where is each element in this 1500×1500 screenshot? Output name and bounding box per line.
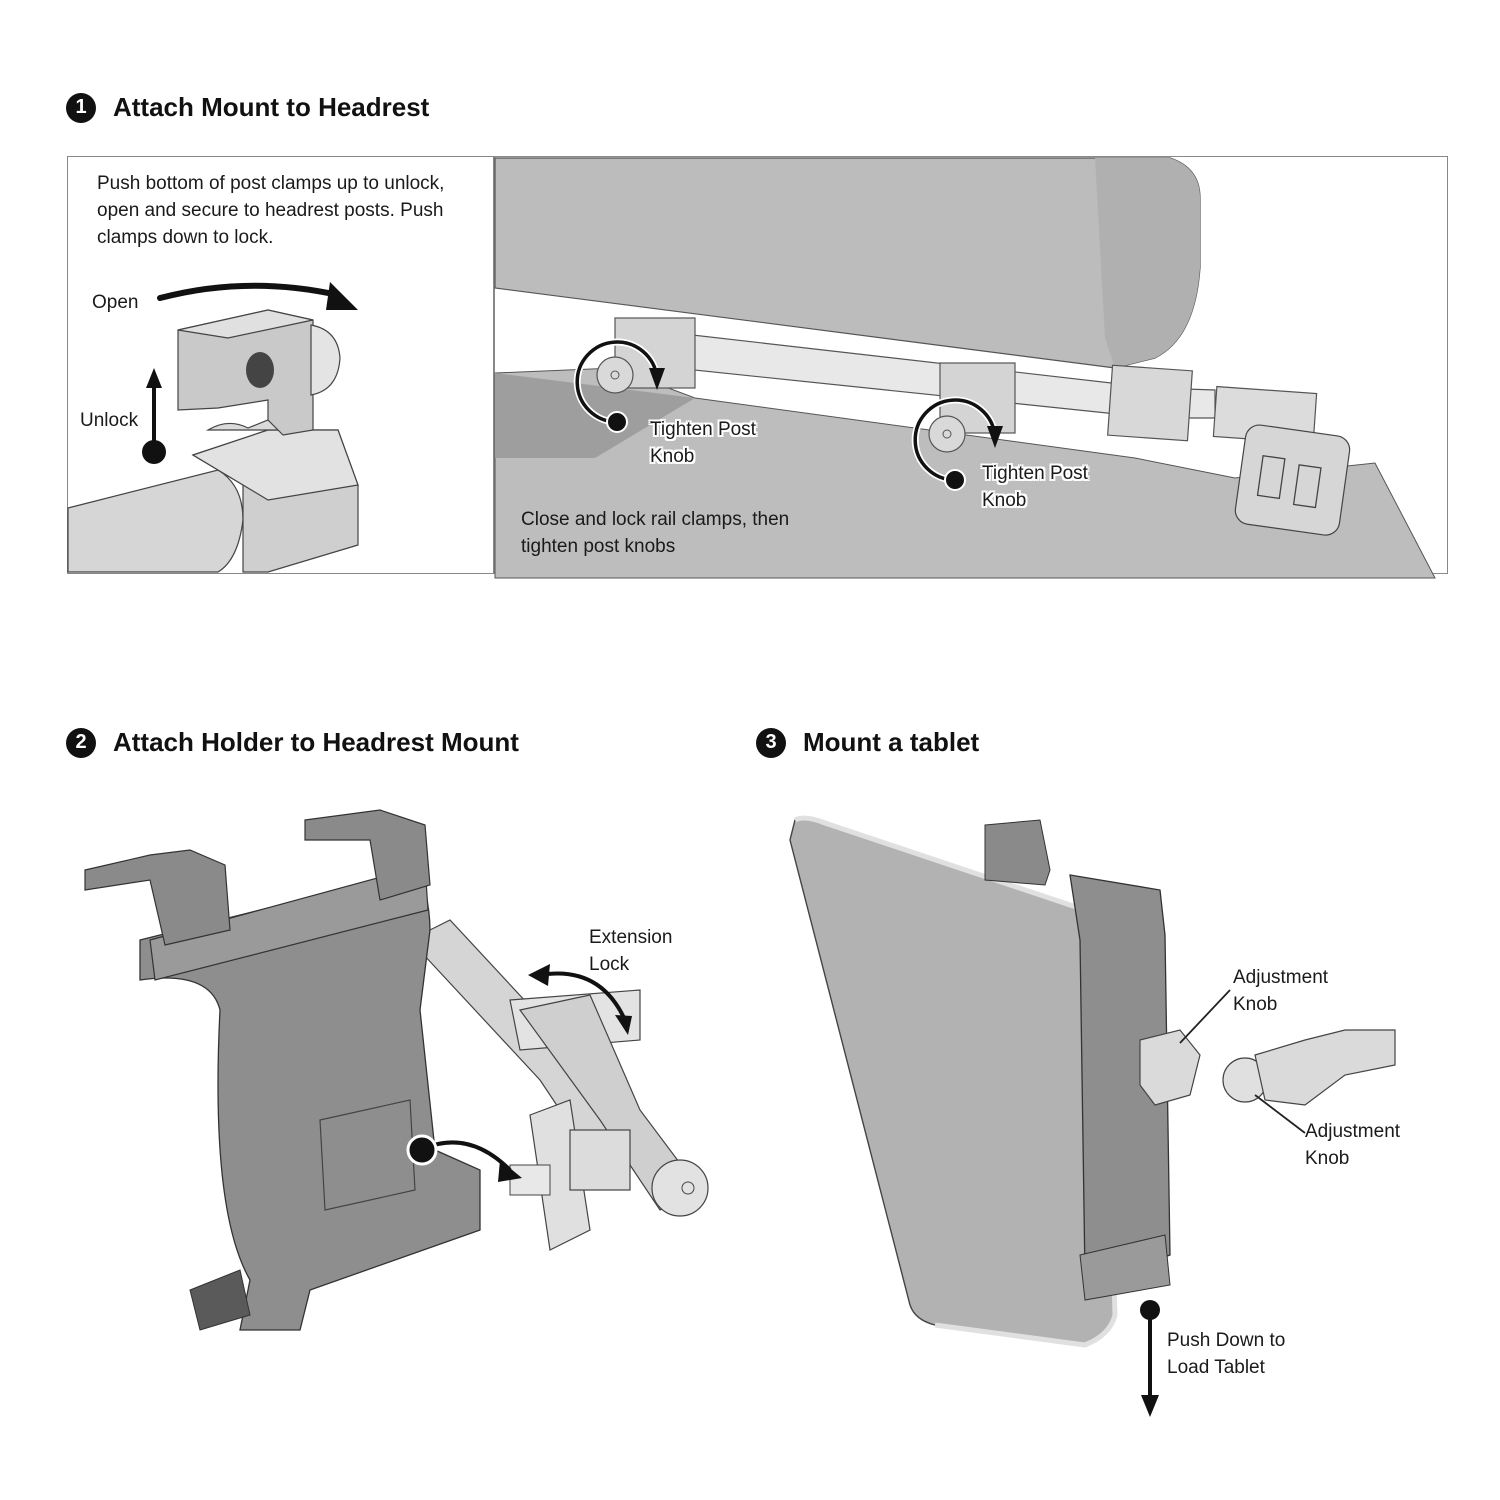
holder-attach-illustration [84,809,709,1331]
step-2-heading: 2 Attach Holder to Headrest Mount [66,727,519,758]
adjustment-knob-label-2: Adjustment Knob [1305,1121,1401,1169]
post-knob-left [596,356,634,394]
headrest-rod [67,469,244,573]
extension-knob [651,1159,709,1217]
step-1-title: Attach Mount to Headrest [113,92,430,122]
push-down-label: Push Down to Load Tablet [1167,1330,1286,1378]
mount-plate [1234,424,1351,536]
unlock-label: Unlock [80,410,139,431]
step-1-caption: Close and lock rail clamps, then tighten… [521,509,790,557]
tighten-post-knob-label-1: Tighten Post Knob [650,419,756,467]
tighten-arrow-left [575,340,659,424]
step-1-instruction: Push bottom of post clamps up to unlock,… [97,173,445,248]
step-3-number-badge: 3 [756,727,786,758]
tablet [789,817,1116,1346]
bottom-clamp [189,1269,251,1331]
open-label: Open [92,292,139,313]
extension-lock-arrow [539,971,627,1021]
ball-mount [1139,1029,1201,1106]
tablet-holder [139,869,481,1331]
step-1-heading: 1 Attach Mount to Headrest [66,92,429,123]
extension-clamp [1254,1029,1396,1106]
tighten-post-knob-label-2: Tighten Post Knob [982,463,1088,511]
open-arrow [157,282,341,301]
clamp-knob [310,324,341,396]
post-knob-right [928,415,966,453]
step-1-number-badge: 1 [66,92,96,123]
tablet-mount-illustration [789,815,1396,1417]
step-2-number-badge: 2 [66,727,96,758]
step-3-heading: 3 Mount a tablet [756,727,979,758]
headrest-mount-illustration [494,157,1436,579]
tighten-arrow-right [913,398,997,482]
post-clamp-illustration [67,282,359,573]
adjustment-knob-label-1: Adjustment Knob [1233,967,1329,1015]
top-clamp-right [304,809,431,901]
step-2-title: Attach Holder to Headrest Mount [113,727,519,757]
headrest [494,157,1201,369]
step-3-title: Mount a tablet [803,727,980,757]
extension-lock-label: Extension Lock [589,927,673,975]
step-1-divider [493,156,495,574]
top-clamp-left [84,849,231,946]
